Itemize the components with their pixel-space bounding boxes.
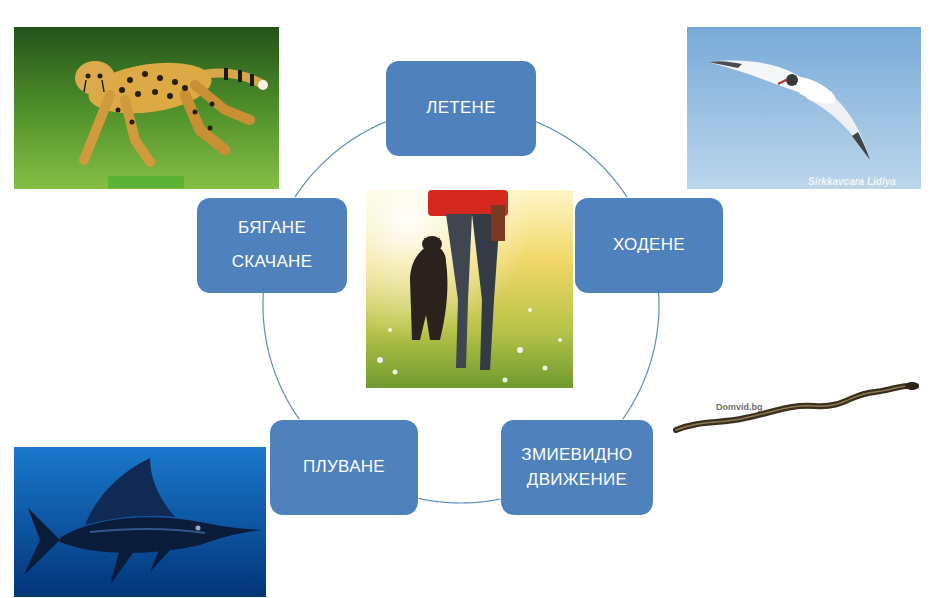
process-box: ПЛУВАНЕ xyxy=(270,420,418,515)
circle-arc xyxy=(295,122,386,197)
circle-arc xyxy=(536,122,627,197)
box-label: ЗМИЕВИДНО ДВИЖЕНИЕ xyxy=(511,442,643,493)
circle-arc xyxy=(623,293,659,419)
box-label: ХОДЕНЕ xyxy=(613,234,685,256)
watermark: Sirkkavcara Lidiya xyxy=(808,176,896,187)
box-label: ЛЕТЕНЕ xyxy=(426,97,496,119)
watermark: Domvid.bg xyxy=(716,402,763,412)
circle-arc xyxy=(263,293,299,420)
circle-arc xyxy=(419,498,501,503)
process-box: ХОДЕНЕ xyxy=(575,198,723,293)
box-label: ПЛУВАНЕ xyxy=(303,456,385,478)
snake-photo xyxy=(676,382,919,430)
gull-photo xyxy=(687,27,921,189)
process-box: ЗМИЕВИДНО ДВИЖЕНИЕ xyxy=(501,420,653,515)
process-box: ЛЕТЕНЕ xyxy=(386,61,536,156)
walking-photo xyxy=(366,190,573,388)
cheetah-photo xyxy=(14,27,279,189)
sailfish-photo xyxy=(14,447,266,597)
process-box: БЯГАНЕ СКАЧАНЕ xyxy=(197,198,347,293)
box-label: БЯГАНЕ СКАЧАНЕ xyxy=(217,211,327,279)
